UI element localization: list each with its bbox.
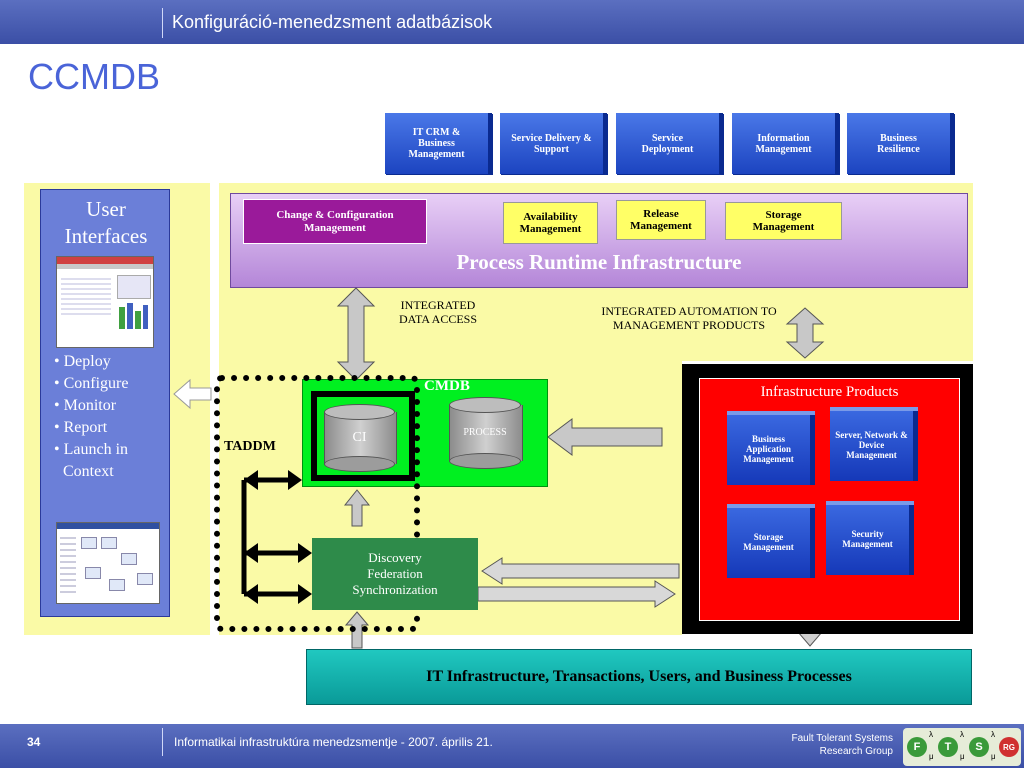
arrow-infra-to-cmdb: [547, 418, 663, 456]
ui-item-monitor: • Monitor: [54, 397, 117, 414]
change-config-management-box: Change & Configuration Management: [243, 199, 427, 244]
top-box-information-management: Information Management: [732, 113, 839, 174]
taddm-label: TADDM: [224, 439, 276, 454]
header-divider: [162, 8, 163, 38]
logo-letter-f: F: [907, 737, 927, 757]
taddm-arrowhead-sync-left: [244, 584, 258, 604]
taddm-arrowhead-sync-right: [298, 584, 312, 604]
storage-management-box: Storage Management: [725, 202, 842, 240]
arrow-infra-to-discovery: [481, 557, 680, 585]
business-application-management-box: Business Application Management: [727, 415, 815, 485]
top-box-service-deployment: Service Deployment: [616, 113, 723, 174]
screenshot-thumbnail-2: [56, 522, 160, 604]
taddm-arrowhead-cmdb-left: [244, 470, 258, 490]
logo-letter-rg: RG: [999, 737, 1019, 757]
process-cylinder: PROCESS: [449, 397, 523, 469]
it-infrastructure-bar: IT Infrastructure, Transactions, Users, …: [306, 649, 972, 705]
arrow-data-access: [336, 287, 376, 381]
footer-text: Informatikai infrastruktúra menedzsmentj…: [174, 735, 493, 749]
ci-frame: [311, 391, 415, 481]
logo-letter-s: S: [969, 737, 989, 757]
process-label: PROCESS: [463, 427, 507, 438]
ui-item-deploy: • Deploy: [54, 353, 111, 370]
taddm-arrowhead-cmdb-right: [288, 470, 302, 490]
taddm-arrowhead-discovery-left: [244, 543, 258, 563]
cmdb-label: CMDB: [424, 378, 470, 394]
logo-letter-t: T: [938, 737, 958, 757]
discovery-federation-box: Discovery Federation Synchronization: [312, 538, 478, 610]
top-box-business-resilience: Business Resilience: [847, 113, 954, 174]
infrastructure-products-title: Infrastructure Products: [760, 384, 899, 400]
security-management-box: Security Management: [826, 505, 914, 575]
integrated-automation-label: INTEGRATED AUTOMATION TO MANAGEMENT PROD…: [601, 304, 777, 332]
footer-divider: [162, 728, 163, 756]
footer-bar: [0, 724, 1024, 768]
slide-title: CCMDB: [28, 56, 160, 97]
top-box-it-crm: IT CRM & Business Management: [385, 113, 492, 174]
header-bar: [0, 0, 1024, 44]
arrow-discovery-to-infra: [477, 580, 676, 608]
arrow-to-ui: [173, 378, 212, 410]
taddm-arrowhead-discovery-right: [298, 543, 312, 563]
user-interfaces-panel: User Interfaces • Deploy • Configure • M…: [40, 189, 170, 617]
ci-cylinder: CI: [324, 404, 397, 472]
storage-management-infra-box: Storage Management: [727, 508, 815, 578]
organization-name: Fault Tolerant Systems Research Group: [791, 733, 893, 757]
arrow-discovery-up: [343, 489, 371, 527]
ftsrg-logo: F λ μ T λ μ S λ μ RG: [903, 728, 1021, 766]
user-interfaces-list: • Deploy • Configure • Monitor • Report …: [54, 351, 153, 483]
availability-management-box: Availability Management: [503, 202, 598, 244]
screenshot-thumbnail-1: [56, 256, 154, 348]
ui-item-launch: • Launch in Context: [54, 441, 129, 480]
ui-item-configure: • Configure: [54, 375, 129, 392]
release-management-box: Release Management: [616, 200, 706, 240]
integrated-data-access-label: INTEGRATED DATA ACCESS: [398, 298, 478, 326]
taddm-region: [214, 375, 420, 632]
page-number: 34: [27, 735, 41, 749]
ci-label: CI: [352, 430, 367, 445]
ui-item-report: • Report: [54, 419, 108, 436]
header-title: Konfiguráció-menedzsment adatbázisok: [172, 12, 493, 32]
user-interfaces-title: User Interfaces: [64, 197, 148, 249]
arrow-automation: [785, 307, 825, 359]
server-network-device-management-box: Server, Network & Device Management: [830, 411, 918, 481]
top-box-service-delivery: Service Delivery & Support: [500, 113, 607, 174]
process-runtime-title: Process Runtime Infrastructure: [456, 250, 742, 274]
